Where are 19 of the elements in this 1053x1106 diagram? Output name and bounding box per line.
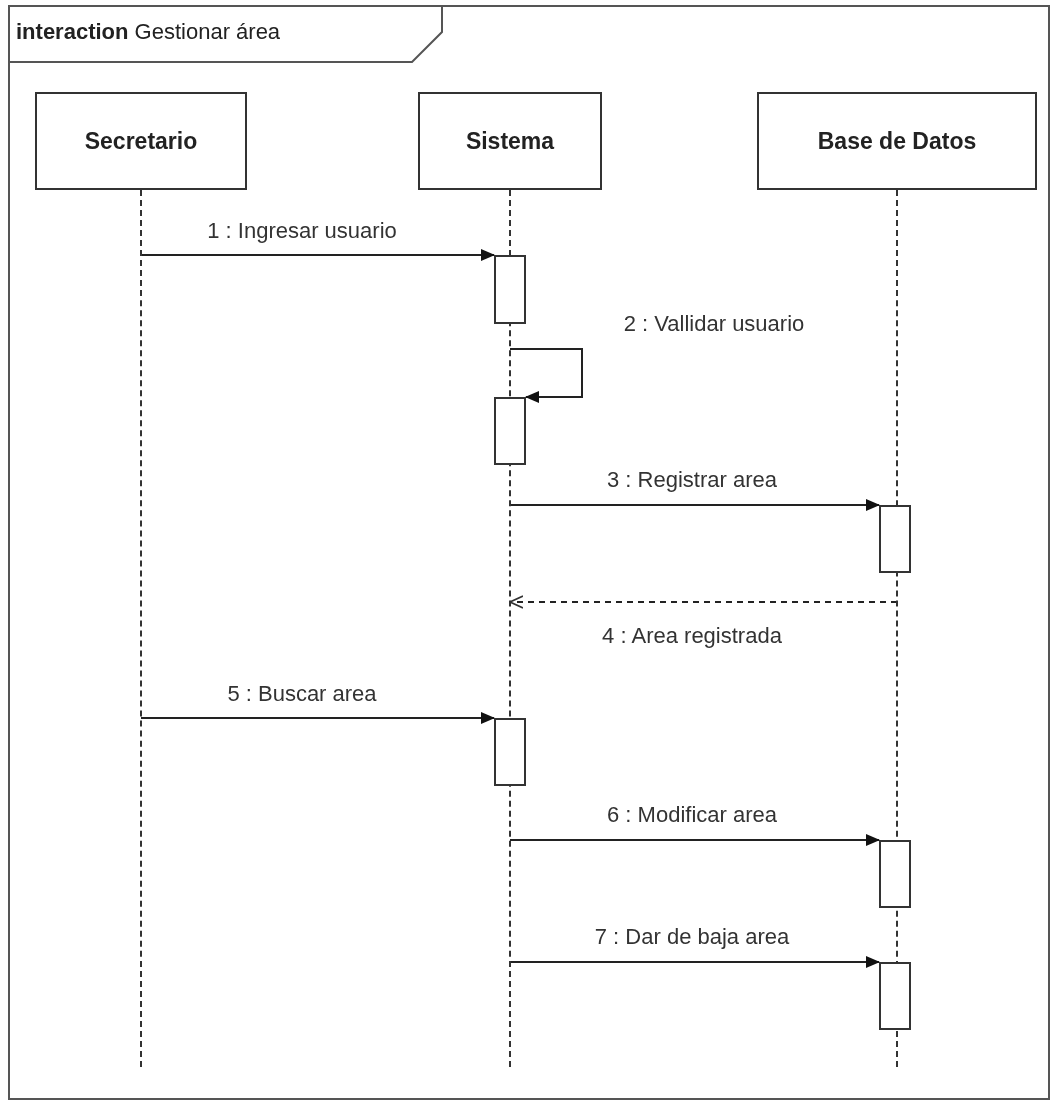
lifeline-head: Base de Datos [757,92,1037,190]
message-arrow [140,249,495,261]
message-arrow [509,834,880,846]
activation-bar [879,505,911,573]
activation-bar [879,840,911,908]
lifeline [140,190,142,1067]
frame-title: interaction Gestionar área [16,19,281,45]
activation-bar [494,397,526,465]
lifeline-head: Sistema [418,92,602,190]
activation-bar [879,962,911,1030]
lifeline-head: Secretario [35,92,247,190]
return-message-arrow [509,595,898,609]
message-arrow [509,348,583,403]
message-arrow [509,499,880,511]
activation-bar [494,255,526,324]
message-arrow [509,956,880,968]
message-arrow [140,712,495,724]
interaction-frame [8,5,1050,1100]
activation-bar [494,718,526,786]
